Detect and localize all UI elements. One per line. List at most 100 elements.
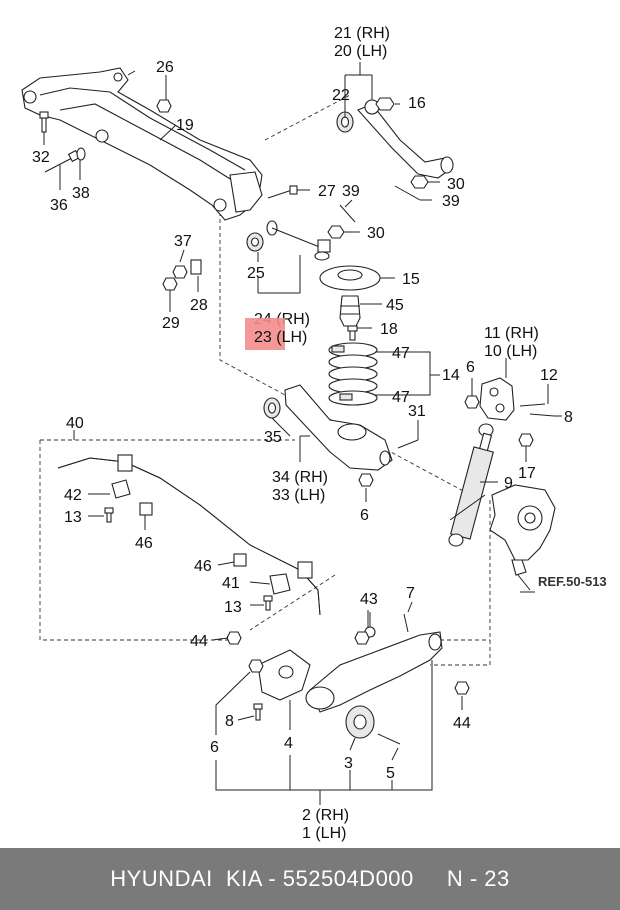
leader-lines — [43, 62, 562, 805]
callout-28: 28 — [190, 297, 208, 314]
callout-37: 37 — [174, 233, 192, 250]
callout-18: 18 — [380, 321, 398, 338]
callout-47-bottom: 47 — [392, 389, 410, 406]
bump-stopper-45 — [339, 295, 361, 327]
callout-22: 22 — [332, 87, 350, 104]
callout-7: 7 — [406, 585, 415, 602]
coil-spring-14 — [328, 342, 378, 406]
reference-note: REF.50-513 — [538, 574, 607, 589]
callout-35: 35 — [264, 429, 282, 446]
link-43 — [354, 612, 376, 645]
bush-37-28 — [172, 259, 202, 279]
dashed-guide-lines — [39, 94, 491, 666]
nut-30-upper — [410, 175, 429, 189]
callout-12: 12 — [540, 367, 558, 384]
bolt-31 — [397, 439, 419, 449]
callout-47-top: 47 — [392, 345, 410, 362]
callout-11: 11 (RH) — [484, 325, 539, 342]
callout-23: 23 (LH) — [254, 329, 307, 346]
callout-27: 27 — [318, 183, 336, 200]
callout-39-pin: 39 — [342, 183, 360, 200]
callout-15: 15 — [402, 271, 420, 288]
bushing-46-right — [233, 553, 247, 567]
bush-3 — [345, 705, 375, 739]
callout-36: 36 — [50, 197, 68, 214]
callout-5: 5 — [386, 765, 395, 782]
nut-29 — [162, 277, 178, 291]
stabilizer-bar-40 — [57, 454, 321, 616]
bolt-12-and-8 — [519, 403, 555, 417]
bracket-4 — [257, 649, 311, 701]
callout-4: 4 — [284, 735, 293, 752]
callout-17: 17 — [518, 465, 536, 482]
callout-2: 2 (RH) — [302, 807, 349, 824]
bolt-5 — [377, 733, 401, 745]
callout-29: 29 — [162, 315, 180, 332]
callout-6-lower-arm: 6 — [360, 507, 369, 524]
nut-6-bracket — [248, 659, 264, 673]
callout-26: 26 — [156, 59, 174, 76]
bolt-36 — [44, 149, 81, 173]
carrier-bracket-10-11 — [479, 377, 515, 421]
callout-19: 19 — [176, 117, 194, 134]
bolt-27 — [267, 185, 298, 199]
nut-6-carrier — [464, 395, 480, 409]
callout-46-left: 46 — [135, 535, 153, 552]
callout-32: 32 — [32, 149, 50, 166]
nut-6-lower-arm — [358, 473, 374, 487]
bolt-8-bracket — [253, 703, 263, 721]
stabilizer-link-23-24 — [246, 220, 331, 261]
callout-3: 3 — [344, 755, 353, 772]
nut-30 — [327, 225, 345, 239]
callout-16: 16 — [408, 95, 426, 112]
upper-arm-20-21 — [336, 97, 454, 179]
callout-30: 30 — [367, 225, 385, 242]
callout-45: 45 — [386, 297, 404, 314]
callout-14: 14 — [442, 367, 460, 384]
washer-38 — [76, 147, 86, 161]
crossmember-19 — [21, 67, 263, 221]
callout-labels: 21 (RH) 20 (LH) 26 22 16 19 32 36 38 27 … — [32, 25, 607, 842]
callout-31: 31 — [408, 403, 426, 420]
callout-6-bracket: 6 — [210, 739, 219, 756]
highlight-box-23 — [245, 318, 285, 350]
nut-44-right — [454, 681, 470, 695]
nut-44-left — [226, 631, 242, 645]
trailing-arm-1-2 — [305, 631, 443, 713]
callout-46-right: 46 — [194, 558, 212, 575]
callout-42: 42 — [64, 487, 82, 504]
spring-pad-15 — [319, 265, 381, 291]
callout-10: 10 (LH) — [484, 343, 537, 360]
callout-25: 25 — [247, 265, 265, 282]
callout-33: 33 (LH) — [272, 487, 325, 504]
callout-34: 34 (RH) — [272, 469, 328, 486]
callout-13-left: 13 — [64, 509, 82, 526]
callout-41: 41 — [222, 575, 240, 592]
bushing-46-left — [139, 502, 153, 516]
callout-38: 38 — [72, 185, 90, 202]
bolt-39-upper — [394, 185, 421, 201]
callout-44-left: 44 — [190, 633, 208, 650]
exploded-parts-diagram: 21 (RH) 20 (LH) 26 22 16 19 32 36 38 27 … — [21, 25, 607, 842]
footer-bar: HYUNDAI KIA - 552504D000 N - 23 — [0, 848, 620, 910]
callout-6-carrier: 6 — [466, 359, 475, 376]
callout-8-bracket: 8 — [225, 713, 234, 730]
bracket-41 — [263, 573, 291, 611]
callout-9: 9 — [504, 475, 513, 492]
callout-43: 43 — [360, 591, 378, 608]
bracket-42 — [104, 479, 131, 523]
footer-part-number: HYUNDAI KIA - 552504D000 N - 23 — [110, 866, 510, 891]
pin-39 — [339, 204, 356, 223]
callout-39-upper: 39 — [442, 193, 460, 210]
callout-44-right: 44 — [453, 715, 471, 732]
bolt-32 — [39, 111, 49, 133]
lower-arm-33-34 — [263, 384, 393, 471]
callout-8-carrier: 8 — [564, 409, 573, 426]
shock-absorber-9 — [448, 423, 494, 547]
nut-26 — [156, 99, 172, 113]
callout-13-right: 13 — [224, 599, 242, 616]
callout-20: 20 (LH) — [334, 43, 387, 60]
bolt-18 — [347, 325, 358, 341]
rear-knuckle — [489, 484, 556, 591]
callout-40: 40 — [66, 415, 84, 432]
